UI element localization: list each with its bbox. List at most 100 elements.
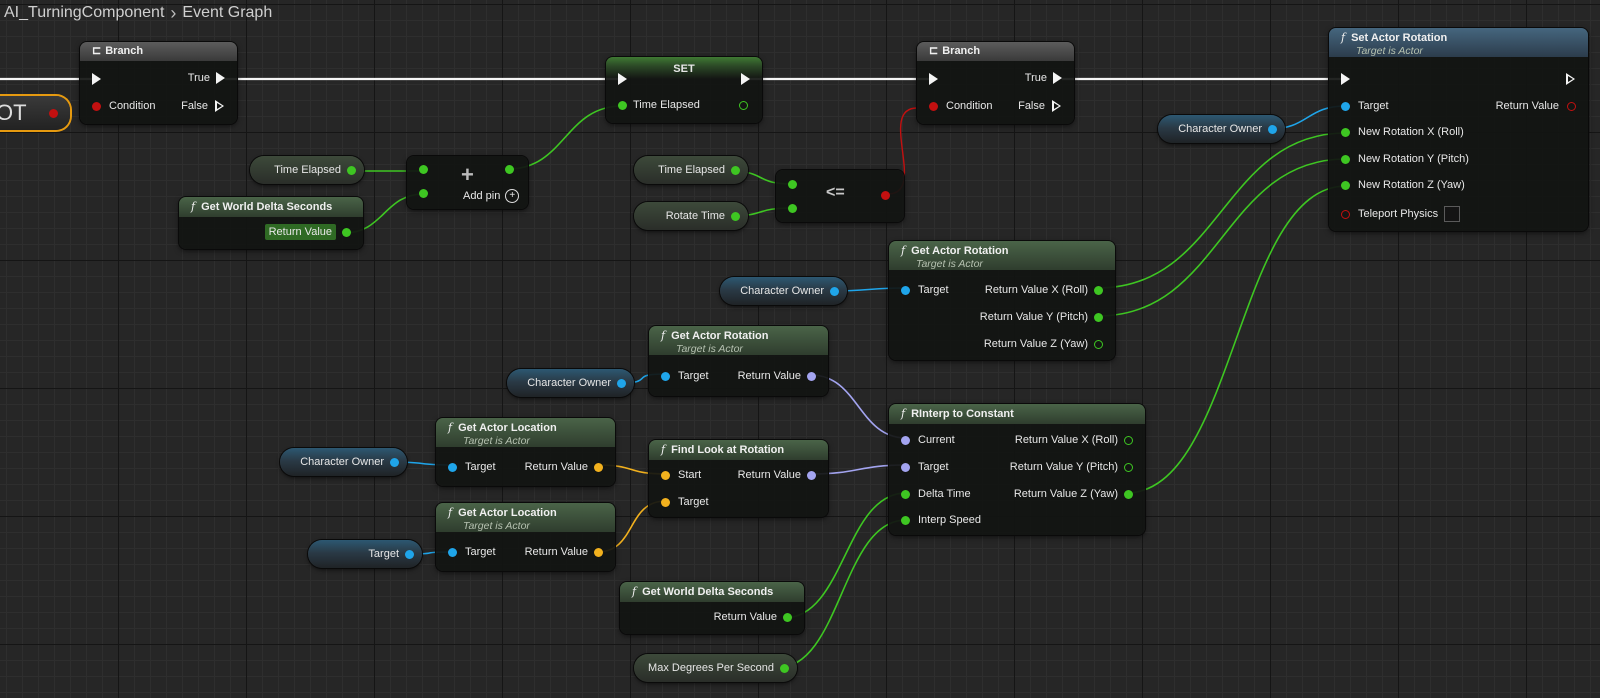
function-icon: f (632, 585, 637, 598)
target-pin[interactable] (661, 497, 670, 507)
rotation-y-pin[interactable] (1341, 154, 1350, 164)
pin-label: Return Value X (Roll) (1014, 434, 1118, 446)
rotation-x-out-pin[interactable] (1124, 435, 1133, 445)
plus-circle-icon[interactable]: + (505, 189, 520, 203)
float-wire (1097, 158, 1347, 317)
set-node[interactable]: SET Time Elapsed (606, 57, 762, 123)
time-elapsed-getter-2[interactable]: Time Elapsed (634, 156, 748, 184)
object-out-pin[interactable] (405, 549, 414, 559)
start-pin[interactable] (661, 470, 670, 480)
float-out-pin[interactable] (505, 165, 514, 174)
rotation-z-out-pin[interactable] (1124, 489, 1133, 499)
float-in-pin-a[interactable] (419, 165, 428, 174)
object-out-pin[interactable] (1268, 124, 1277, 134)
time-elapsed-getter-1[interactable]: Time Elapsed (250, 156, 364, 184)
interp-speed-pin[interactable] (901, 515, 910, 525)
node-title: RInterp to Constant (911, 408, 1014, 420)
float-out-pin[interactable] (780, 663, 789, 673)
float-in-pin-b[interactable] (788, 204, 797, 213)
condition-label: Condition (109, 100, 156, 112)
node-header: ⊏Branch (80, 42, 237, 61)
exec-in-pin[interactable] (92, 73, 101, 85)
compare-node[interactable]: <= (776, 170, 904, 222)
max-degrees-getter[interactable]: Max Degrees Per Second (634, 654, 797, 682)
condition-pin[interactable] (929, 101, 938, 111)
target-pin[interactable] (448, 547, 457, 557)
rotation-z-out-pin[interactable] (1094, 339, 1103, 349)
breadcrumb-blueprint[interactable]: AI_TurningComponent (4, 4, 165, 21)
bool-pin-out[interactable] (48, 108, 58, 118)
float-out-pin[interactable] (731, 165, 740, 175)
rotator-out-pin[interactable] (807, 470, 816, 480)
float-out-pin[interactable] (347, 165, 356, 175)
node-header: ⊏Branch (917, 42, 1074, 61)
vector-out-pin[interactable] (594, 547, 603, 557)
exec-in-pin[interactable] (1341, 73, 1350, 85)
character-owner-getter-3[interactable]: Character Owner (507, 369, 634, 397)
object-out-pin[interactable] (830, 286, 839, 296)
vector-out-pin[interactable] (594, 462, 603, 472)
exec-in-pin[interactable] (929, 73, 938, 85)
rotate-time-getter[interactable]: Rotate Time (634, 202, 748, 230)
teleport-checkbox[interactable] (1444, 206, 1461, 222)
rotation-x-out-pin[interactable] (1094, 285, 1103, 295)
partial-node[interactable]: OT (0, 96, 70, 130)
pin-label: New Rotation Z (Yaw) (1358, 179, 1465, 191)
float-in-pin-a[interactable] (788, 180, 797, 189)
float-in-pin-b[interactable] (419, 189, 428, 198)
exec-true-pin[interactable] (216, 72, 225, 84)
add-node[interactable]: + Add pin+ (407, 156, 528, 209)
breadcrumb-graph[interactable]: Event Graph (182, 4, 273, 21)
character-owner-getter-4[interactable]: Character Owner (280, 448, 407, 476)
exec-out-pin[interactable] (741, 73, 750, 85)
compare-symbol: <= (826, 184, 845, 201)
target-pin[interactable] (901, 285, 910, 295)
bool-out-pin[interactable] (881, 191, 890, 200)
current-pin[interactable] (901, 435, 910, 445)
target-getter[interactable]: Target (308, 540, 422, 568)
target-pin[interactable] (1341, 101, 1350, 111)
delta-time-pin[interactable] (901, 489, 910, 499)
pin-label: Interp Speed (918, 514, 981, 526)
character-owner-getter-2[interactable]: Character Owner (720, 277, 847, 305)
function-icon: f (448, 421, 453, 434)
target-pin[interactable] (901, 462, 910, 472)
float-out-pin[interactable] (342, 227, 351, 237)
target-pin[interactable] (661, 371, 670, 381)
pin-label: Target (465, 461, 496, 473)
float-in-pin[interactable] (618, 100, 627, 110)
exec-in-pin[interactable] (618, 73, 627, 85)
exec-out-pin[interactable] (1566, 73, 1576, 85)
rotation-z-pin[interactable] (1341, 180, 1350, 190)
exec-false-pin[interactable] (1052, 100, 1062, 112)
branch-node-1[interactable]: ⊏Branch Condition True False (80, 42, 237, 124)
exec-false-pin[interactable] (215, 100, 225, 112)
node-title: Get Actor Location (458, 422, 557, 434)
teleport-pin[interactable] (1341, 209, 1350, 219)
rotation-x-pin[interactable] (1341, 127, 1350, 137)
target-pin[interactable] (448, 462, 457, 472)
float-out-pin[interactable] (731, 211, 740, 221)
rotation-y-out-pin[interactable] (1094, 312, 1103, 322)
return-value-pin[interactable] (1567, 101, 1576, 111)
float-out-pin[interactable] (739, 101, 748, 110)
rotator-out-pin[interactable] (807, 371, 816, 381)
rotation-y-out-pin[interactable] (1124, 462, 1133, 472)
exec-true-pin[interactable] (1053, 72, 1062, 84)
condition-pin[interactable] (92, 101, 101, 111)
object-out-pin[interactable] (390, 457, 399, 467)
character-owner-getter-1[interactable]: Character Owner (1158, 115, 1285, 143)
object-out-pin[interactable] (617, 378, 626, 388)
float-out-pin[interactable] (783, 612, 792, 622)
branch-node-2[interactable]: ⊏Branch Condition True False (917, 42, 1074, 124)
